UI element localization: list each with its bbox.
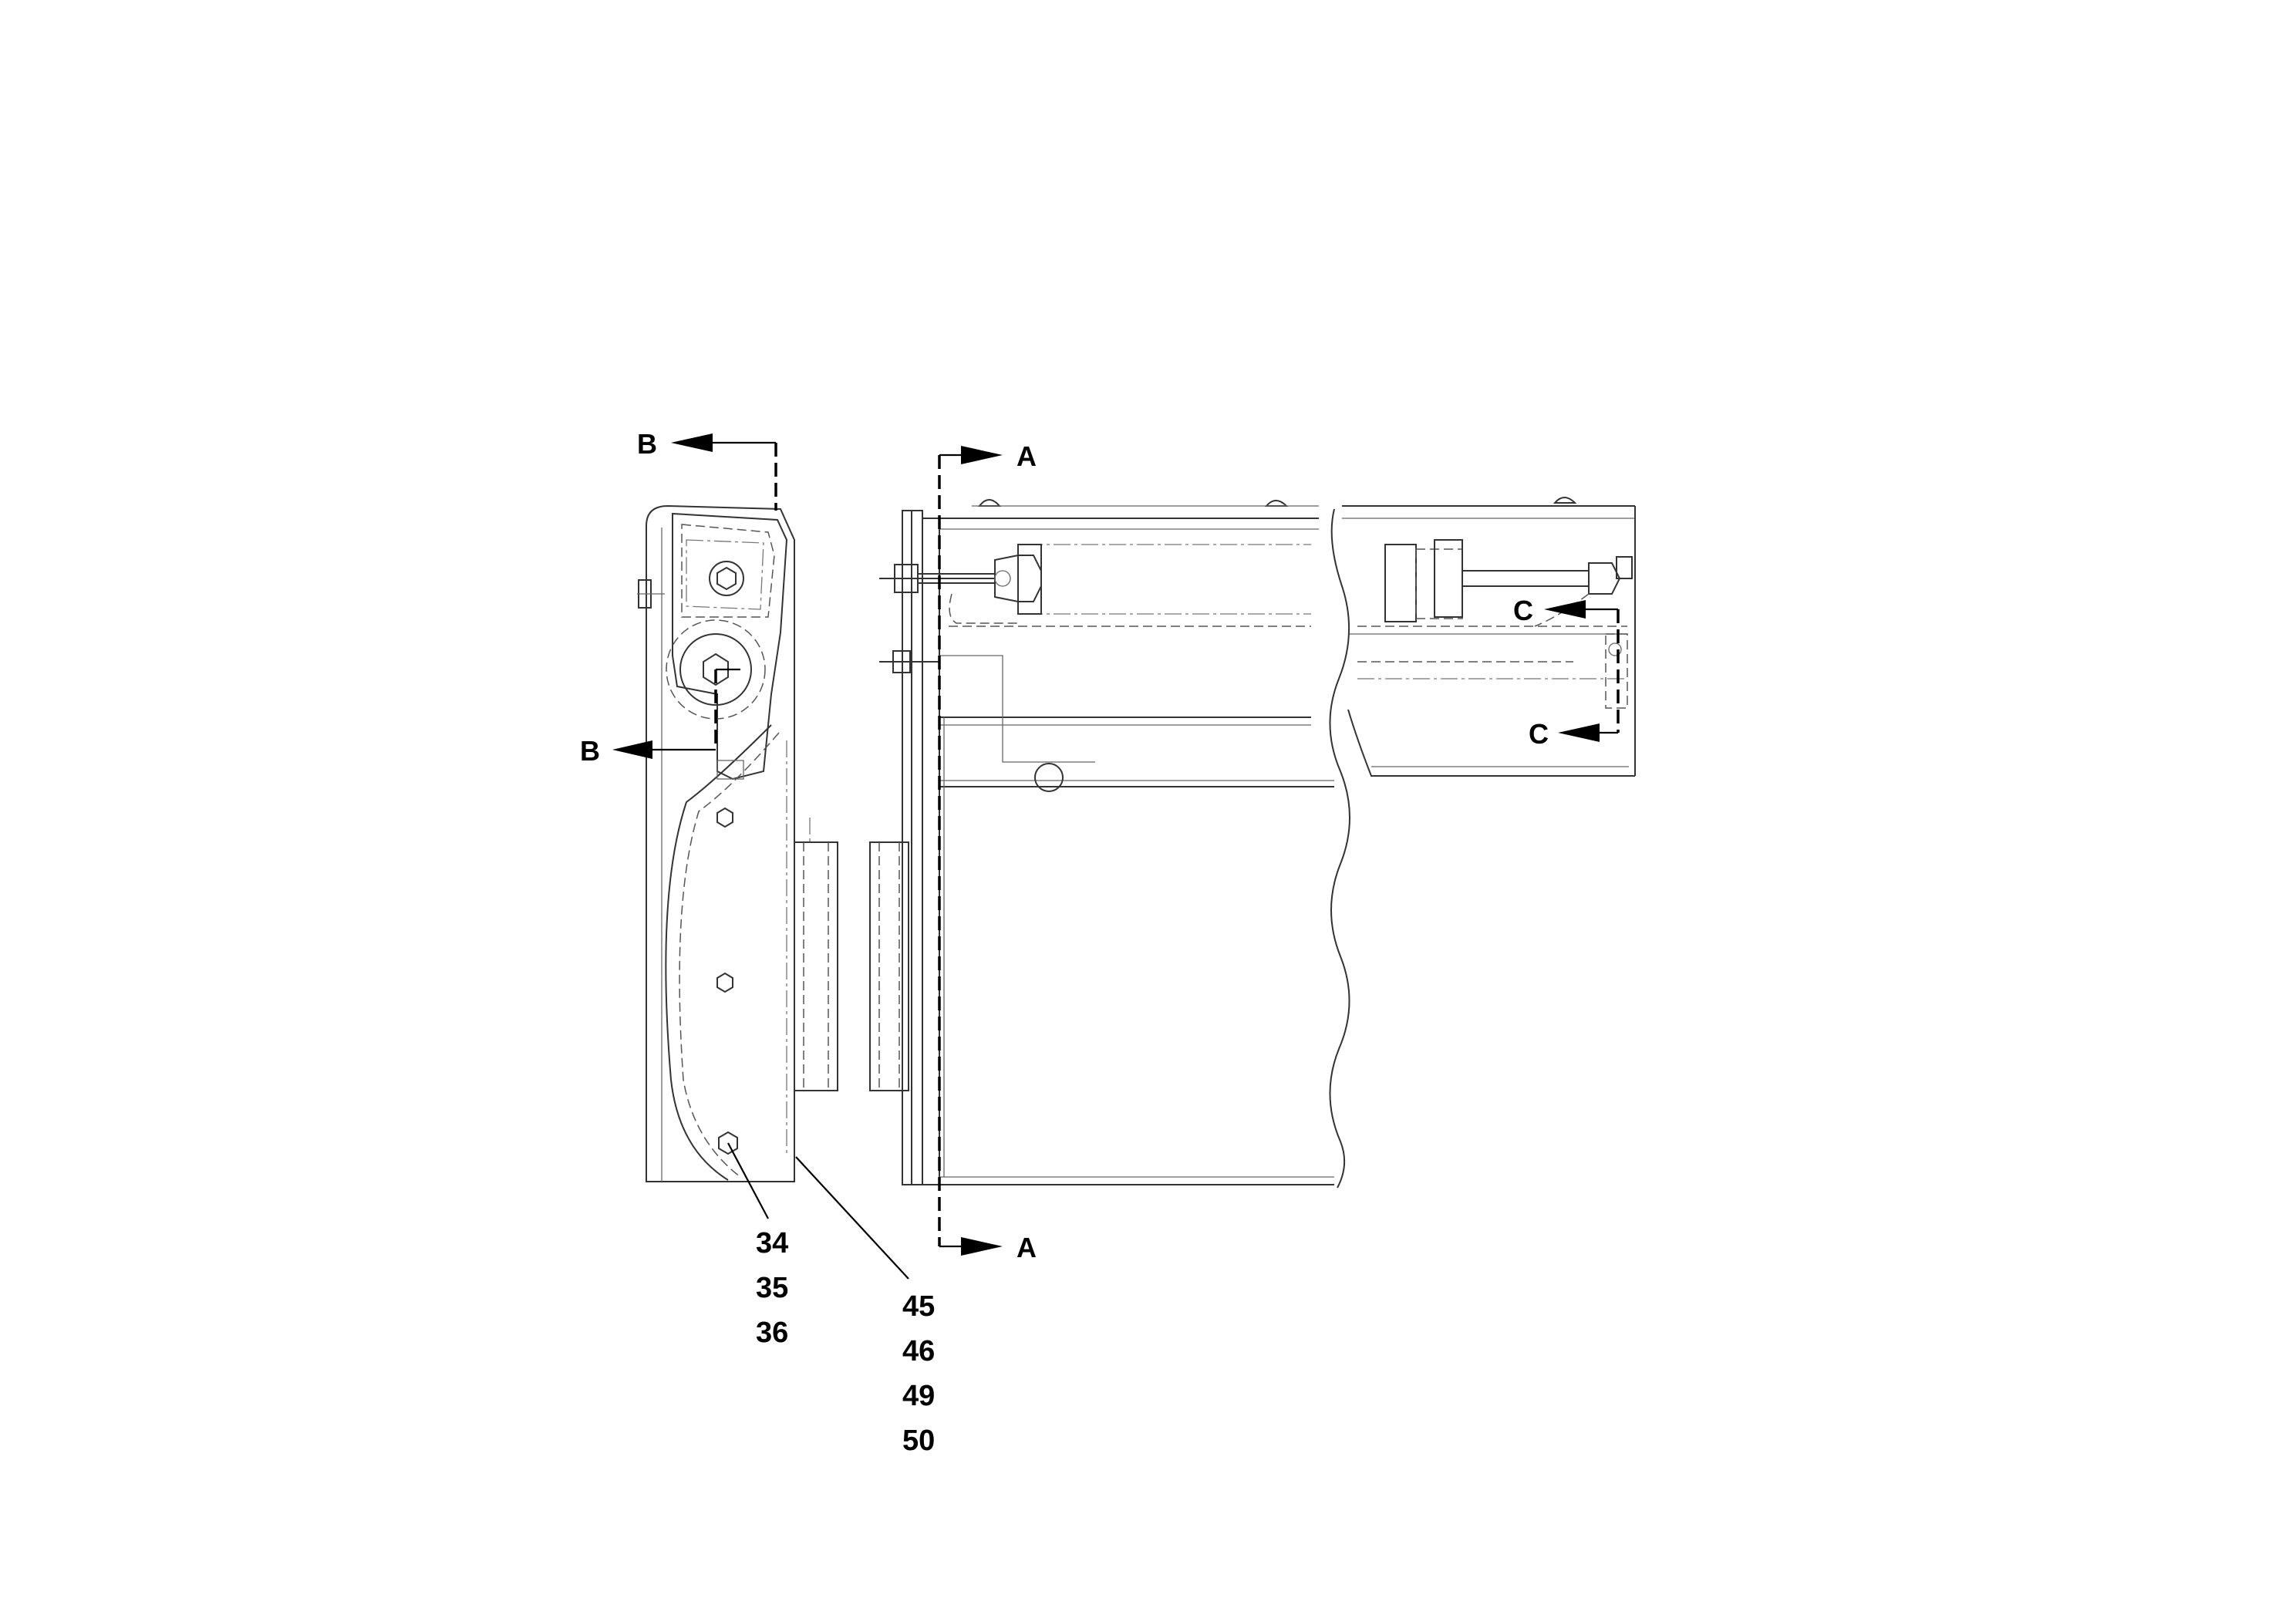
middle-brackets — [794, 818, 909, 1091]
side-view — [637, 504, 795, 1182]
callout-46: 46 — [902, 1335, 935, 1367]
callout-34: 34 — [756, 1227, 788, 1259]
callout-50: 50 — [902, 1425, 935, 1457]
section-a — [938, 446, 1003, 1256]
callout-49: 49 — [902, 1380, 935, 1412]
callout-36: 36 — [756, 1317, 788, 1349]
section-label-b-top: B — [637, 428, 657, 460]
section-b — [612, 433, 777, 759]
callout-35: 35 — [756, 1272, 788, 1304]
section-c — [1544, 600, 1620, 742]
section-label-a-bottom: A — [1017, 1232, 1037, 1263]
section-label-c-bottom: C — [1529, 718, 1549, 750]
section-label-a-top: A — [1017, 440, 1037, 472]
section-label-c-top: C — [1513, 595, 1533, 626]
leader-lines — [727, 1142, 909, 1280]
callout-45: 45 — [902, 1290, 935, 1323]
section-label-b-bottom: B — [580, 735, 600, 767]
front-view — [879, 497, 1636, 1189]
